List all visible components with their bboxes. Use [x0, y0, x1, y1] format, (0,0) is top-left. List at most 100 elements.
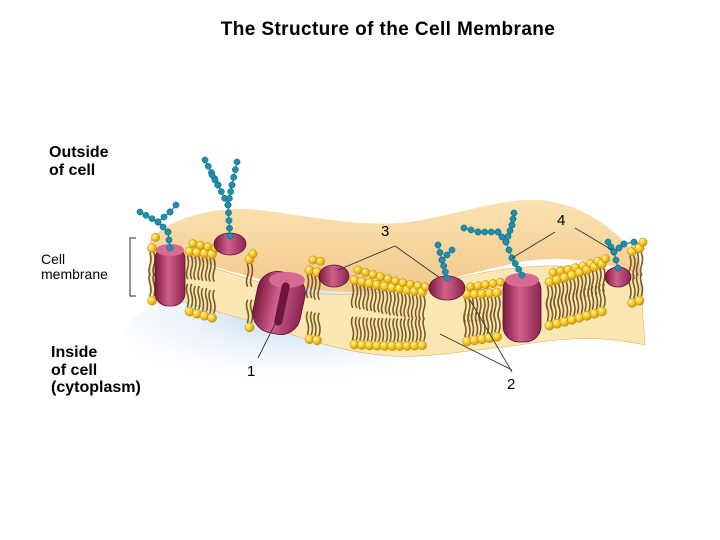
sugar-unit	[515, 265, 523, 273]
lipid-head	[312, 335, 322, 346]
lipid-tail	[639, 272, 644, 297]
lipid-tail	[212, 258, 216, 282]
lipid-head	[188, 239, 198, 249]
lipid-tail	[305, 311, 310, 335]
sugar-unit	[148, 215, 156, 223]
lipid-head	[634, 295, 645, 306]
lipid-tail	[478, 311, 482, 335]
lipid-tail	[358, 317, 362, 341]
lipid-tail	[362, 317, 366, 341]
lipid-tail	[422, 317, 426, 342]
diagram-title: The Structure of the Cell Membrane	[220, 19, 556, 40]
lipid-tail	[410, 295, 415, 319]
lipid-tail	[358, 285, 362, 310]
membrane-bracket	[129, 237, 136, 297]
phospholipid-heads-inner	[147, 295, 645, 351]
sugar-unit	[448, 246, 456, 254]
sugar-unit	[620, 240, 628, 248]
lipid-tail	[377, 317, 381, 342]
lipid-tail	[384, 290, 389, 314]
lipid-head	[488, 279, 498, 288]
label-outside-of-cell: Outside of cell	[49, 144, 109, 179]
lipid-tail	[197, 285, 201, 310]
lipid-tail	[148, 252, 152, 276]
carbohydrate-chain	[438, 246, 456, 264]
lipid-tail	[208, 258, 212, 282]
sugar-unit	[201, 156, 209, 164]
lipid-tail	[579, 289, 584, 314]
lipid-head	[417, 340, 427, 351]
sugar-unit	[214, 181, 222, 189]
sugar-unit	[612, 256, 620, 264]
lipid-tail	[365, 317, 370, 342]
lipid-tail	[485, 310, 490, 334]
label-inside-line2: of cell	[51, 361, 98, 379]
sugar-unit	[436, 249, 444, 256]
lipid-tail	[497, 308, 501, 333]
lipid-tail	[557, 295, 561, 320]
label-membrane-line1: Cell	[41, 251, 66, 267]
protein-right	[502, 273, 542, 343]
label-number-4: 4	[557, 212, 566, 229]
lipid-tail	[587, 287, 591, 312]
lipid-tail	[594, 285, 599, 310]
lipid-tail	[395, 318, 400, 342]
lipid-head	[207, 312, 217, 323]
lipid-tail	[354, 284, 359, 308]
lipid-tail	[362, 285, 366, 310]
lipid-tail	[418, 296, 422, 320]
sugar-unit	[225, 194, 233, 202]
lipid-head	[492, 331, 502, 342]
sugar-unit	[630, 238, 638, 246]
lipid-tail	[309, 274, 314, 299]
carbohydrate-chains	[136, 156, 638, 282]
membrane-proteins	[154, 232, 632, 343]
lipid-tail	[598, 283, 602, 308]
lipid-head	[383, 274, 393, 284]
lipid-tail	[189, 283, 194, 308]
leader-lines	[257, 227, 613, 373]
label-number-2: 2	[507, 376, 516, 393]
lipid-tail	[395, 292, 400, 317]
lipid-tail	[422, 296, 426, 320]
lipid-tail	[380, 290, 385, 314]
lipid-tail	[399, 318, 404, 342]
label-outside-line1: Outside	[49, 144, 109, 161]
sugar-unit	[604, 238, 612, 246]
sugar-unit	[498, 233, 506, 241]
membrane-outer-surface	[150, 199, 640, 292]
lipid-tail	[553, 295, 557, 320]
sugar-unit	[506, 227, 514, 235]
lipid-tail	[399, 292, 404, 317]
sugar-unit	[504, 232, 512, 240]
sugar-unit	[487, 228, 495, 236]
lipid-tail	[380, 318, 385, 342]
sugar-unit	[615, 244, 623, 252]
lipid-tail	[309, 311, 314, 335]
lipid-tail	[200, 257, 205, 282]
lipid-tail	[208, 289, 212, 314]
lipid-tail	[200, 287, 205, 312]
carbohydrate-chain	[502, 209, 518, 246]
lipid-tail	[249, 263, 254, 287]
lipid-head	[248, 249, 258, 259]
lipid-head	[421, 282, 430, 292]
lipid-head	[391, 276, 400, 286]
sugar-unit	[460, 224, 468, 232]
lipid-tail	[403, 318, 407, 342]
sugar-unit	[159, 223, 167, 231]
lipid-head	[597, 306, 607, 317]
lipid-head	[151, 232, 160, 242]
lipid-head	[316, 256, 325, 266]
lipid-tail	[189, 255, 194, 280]
lipid-head	[481, 280, 490, 290]
lipid-tail	[354, 316, 359, 341]
sugar-unit	[443, 274, 451, 282]
sugar-unit	[225, 217, 233, 224]
lipid-tail	[410, 317, 415, 342]
lipid-tail	[305, 274, 310, 299]
sugar-unit	[226, 232, 234, 240]
carbohydrate-chain	[208, 171, 222, 189]
sugar-unit	[233, 158, 241, 166]
sugar-unit	[231, 166, 239, 174]
